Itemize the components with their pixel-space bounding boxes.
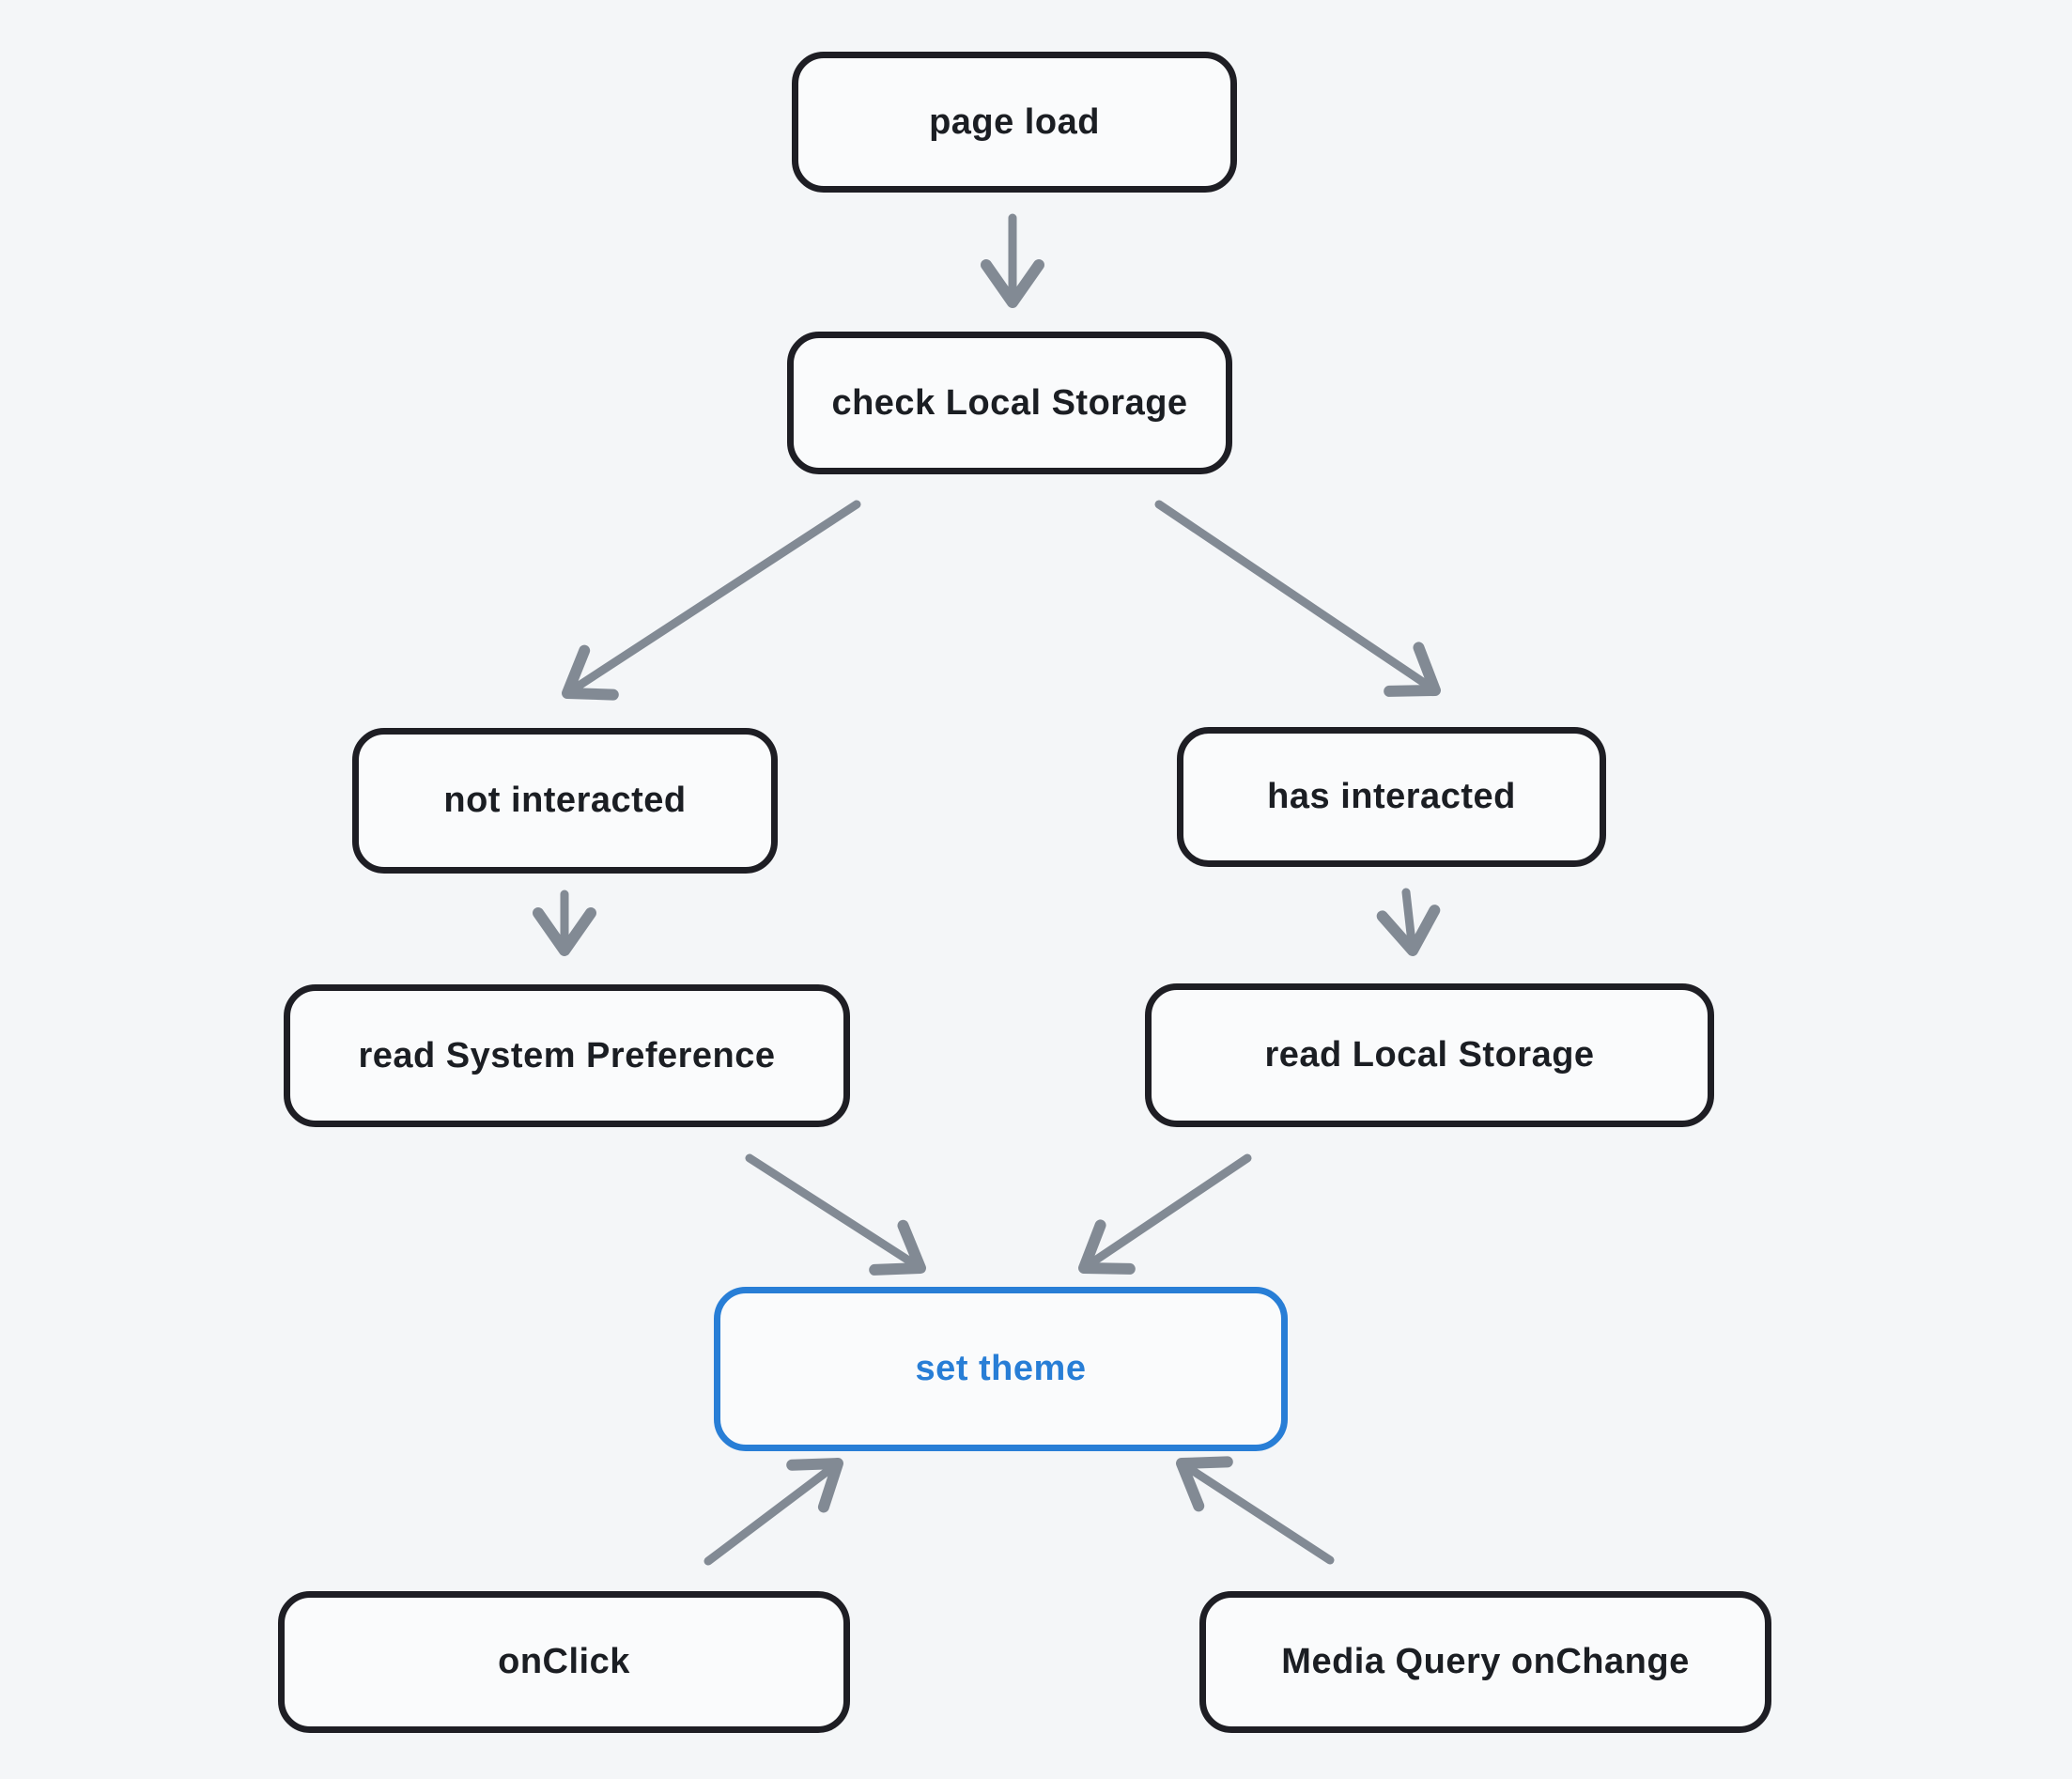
node-not-interacted-label: not interacted	[443, 781, 687, 820]
node-check-local-storage: check Local Storage	[787, 332, 1232, 474]
node-onclick-label: onClick	[498, 1642, 630, 1681]
node-has-interacted: has interacted	[1177, 727, 1606, 867]
arrow-media-query-onchange-to-set-theme	[1176, 1456, 1335, 1565]
node-read-local-storage: read Local Storage	[1145, 983, 1714, 1127]
arrow-check-local-storage-to-not-interacted	[562, 500, 861, 701]
arrow-onclick-to-set-theme	[704, 1458, 843, 1566]
arrow-has-interacted-to-read-local-storage	[1376, 888, 1441, 956]
node-media-query-onchange: Media Query onChange	[1199, 1591, 1771, 1733]
arrow-read-local-storage-to-set-theme	[1078, 1153, 1252, 1275]
node-read-system-preference-label: read System Preference	[358, 1035, 776, 1075]
node-page-load-label: page load	[929, 101, 1100, 142]
node-read-local-storage-label: read Local Storage	[1264, 1035, 1595, 1075]
node-check-local-storage-label: check Local Storage	[831, 382, 1188, 423]
node-media-query-onchange-label: Media Query onChange	[1281, 1642, 1690, 1681]
node-set-theme: set theme	[714, 1287, 1288, 1451]
node-set-theme-label: set theme	[915, 1349, 1087, 1388]
node-page-load: page load	[792, 52, 1237, 193]
node-read-system-preference: read System Preference	[284, 984, 850, 1127]
node-has-interacted-label: has interacted	[1267, 777, 1516, 816]
arrow-check-local-storage-to-has-interacted	[1154, 500, 1441, 697]
node-not-interacted: not interacted	[352, 728, 778, 874]
node-onclick: onClick	[278, 1591, 850, 1733]
arrow-read-system-preference-to-set-theme	[745, 1153, 926, 1276]
